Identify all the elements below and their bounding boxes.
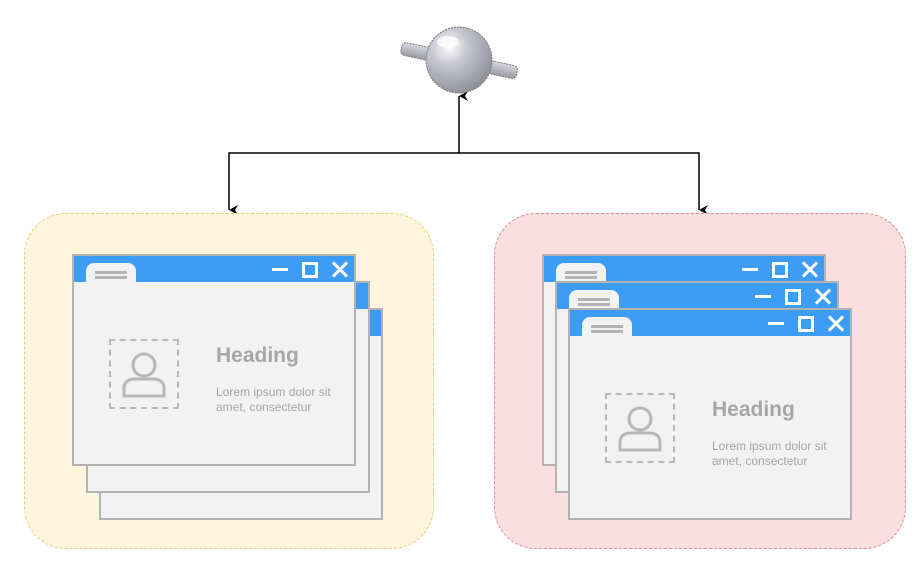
tab-icon[interactable] bbox=[86, 263, 136, 287]
card-heading: Heading bbox=[712, 398, 795, 421]
card-body-line-1: Lorem ipsum dolor sit bbox=[712, 439, 827, 453]
connector-right bbox=[459, 152, 708, 215]
connector-left bbox=[228, 152, 459, 215]
server-globe-icon bbox=[400, 26, 518, 94]
maximize-icon[interactable] bbox=[784, 288, 801, 305]
maximize-icon[interactable] bbox=[797, 315, 814, 332]
avatar-placeholder-icon bbox=[605, 393, 675, 463]
close-icon[interactable] bbox=[815, 288, 831, 304]
close-icon[interactable] bbox=[802, 261, 818, 277]
close-icon[interactable] bbox=[332, 261, 348, 277]
card-body-line-2: amet, consectetur bbox=[216, 400, 312, 414]
card-heading: Heading bbox=[216, 344, 299, 367]
titlebar bbox=[570, 310, 850, 341]
minimize-icon[interactable] bbox=[272, 261, 288, 277]
minimize-icon[interactable] bbox=[742, 261, 758, 277]
close-icon[interactable] bbox=[828, 315, 844, 331]
tab-icon[interactable] bbox=[582, 317, 632, 341]
window-left-front[interactable]: Heading Lorem ipsum dolor sit amet, cons… bbox=[72, 254, 356, 466]
avatar-placeholder-icon bbox=[109, 339, 179, 409]
titlebar bbox=[557, 283, 837, 314]
minimize-icon[interactable] bbox=[768, 315, 784, 331]
maximize-icon[interactable] bbox=[301, 261, 318, 278]
maximize-icon[interactable] bbox=[771, 261, 788, 278]
titlebar bbox=[544, 256, 824, 287]
titlebar bbox=[74, 256, 354, 287]
card-body-line-1: Lorem ipsum dolor sit bbox=[216, 385, 331, 399]
card-body-line-2: amet, consectetur bbox=[712, 454, 808, 468]
window-right-front[interactable]: Heading Lorem ipsum dolor sit amet, cons… bbox=[568, 308, 852, 520]
minimize-icon[interactable] bbox=[755, 288, 771, 304]
